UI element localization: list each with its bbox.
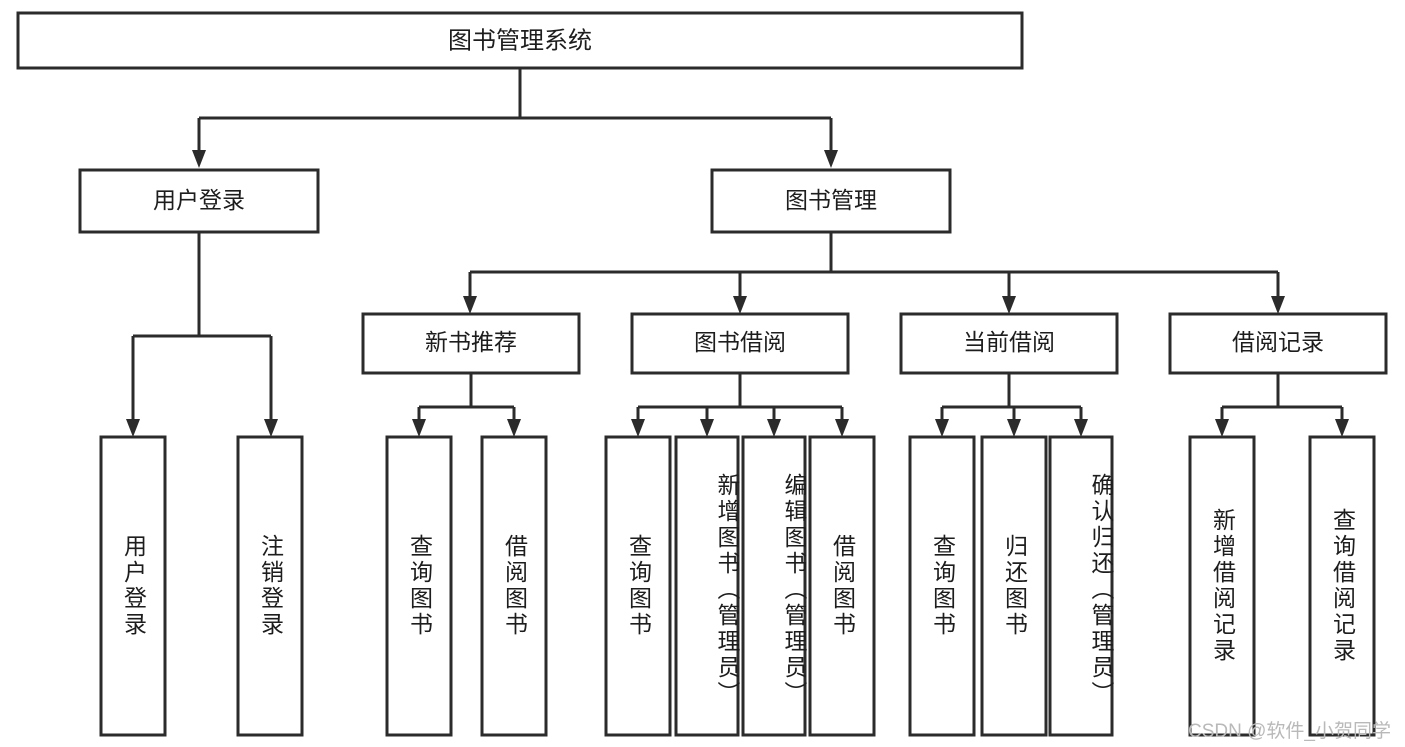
arrow-leaf-borrow-book-1 [507, 419, 521, 437]
arrow-leaf-edit-book [767, 419, 781, 437]
current-borrow-label: 当前借阅 [963, 329, 1055, 355]
leaf-borrow-book-1-box[interactable] [480, 435, 548, 737]
node-current-borrow[interactable]: 当前借阅 [899, 312, 1119, 375]
node-book-borrow[interactable]: 图书借阅 [630, 312, 850, 375]
node-new-book-recommend[interactable]: 新书推荐 [361, 312, 581, 375]
leaf-logout-box[interactable] [236, 435, 304, 737]
connector-user-login-to-leaves [126, 232, 278, 437]
current-borrow-box[interactable] [899, 312, 1119, 375]
arrow-leaf-return-book [1007, 419, 1021, 437]
arrow-leaf-user-login [126, 419, 140, 437]
node-book-manage[interactable]: 图书管理 [710, 168, 952, 234]
connector-current-borrow-to-leaves [935, 373, 1088, 437]
arrow-leaf-add-record [1215, 419, 1229, 437]
leaf-boxes [99, 435, 1376, 737]
leaf-query-record-box[interactable] [1308, 435, 1376, 737]
leaf-query-book-2-box[interactable] [604, 435, 672, 737]
arrow-leaf-borrow-book-2 [835, 419, 849, 437]
watermark-text: CSDN @软件_小贺同学 [1188, 721, 1391, 742]
leaf-query-book-3-box[interactable] [908, 435, 976, 737]
node-borrow-record[interactable]: 借阅记录 [1168, 312, 1388, 375]
leaf-query-book-1-box[interactable] [385, 435, 453, 737]
book-borrow-box[interactable] [630, 312, 850, 375]
connector-root-to-level2 [192, 68, 838, 168]
arrow-leaf-query-book-3 [935, 419, 949, 437]
arrow-leaf-add-book [700, 419, 714, 437]
arrow-to-new-book [463, 296, 477, 314]
arrow-to-book-manage [824, 150, 838, 168]
connector-book-borrow-to-leaves [631, 373, 849, 437]
connector-book-manage-to-level3 [463, 232, 1285, 314]
root-label: 图书管理系统 [448, 27, 592, 54]
new-book-recommend-label: 新书推荐 [425, 329, 517, 355]
root-box[interactable] [16, 11, 1024, 70]
book-manage-box[interactable] [710, 168, 952, 234]
leaf-add-record-box[interactable] [1188, 435, 1256, 737]
connector-borrow-record-to-leaves [1215, 373, 1349, 437]
arrow-leaf-confirm-return [1074, 419, 1088, 437]
leaf-user-login-box[interactable] [99, 435, 167, 737]
arrow-leaf-logout [264, 419, 278, 437]
connector-new-book-to-leaves [412, 373, 521, 437]
arrow-to-borrow-record [1271, 296, 1285, 314]
user-login-label: 用户登录 [153, 187, 245, 213]
arrow-leaf-query-record [1335, 419, 1349, 437]
leaf-add-book-box[interactable] [674, 435, 740, 737]
node-root[interactable]: 图书管理系统 [16, 11, 1024, 70]
leaf-borrow-book-2-box[interactable] [808, 435, 876, 737]
arrow-leaf-query-book-2 [631, 419, 645, 437]
node-user-login[interactable]: 用户登录 [78, 168, 320, 234]
book-manage-label: 图书管理 [785, 187, 877, 213]
new-book-recommend-box[interactable] [361, 312, 581, 375]
arrow-to-current-borrow [1002, 296, 1016, 314]
arrow-to-book-borrow [733, 296, 747, 314]
leaf-edit-book-box[interactable] [741, 435, 807, 737]
leaf-confirm-return-box[interactable] [1048, 435, 1114, 737]
arrow-to-user-login [192, 150, 206, 168]
borrow-record-label: 借阅记录 [1232, 329, 1324, 355]
arrow-leaf-query-book-1 [412, 419, 426, 437]
leaf-return-book-box[interactable] [980, 435, 1048, 737]
book-borrow-label: 图书借阅 [694, 329, 786, 355]
borrow-record-box[interactable] [1168, 312, 1388, 375]
